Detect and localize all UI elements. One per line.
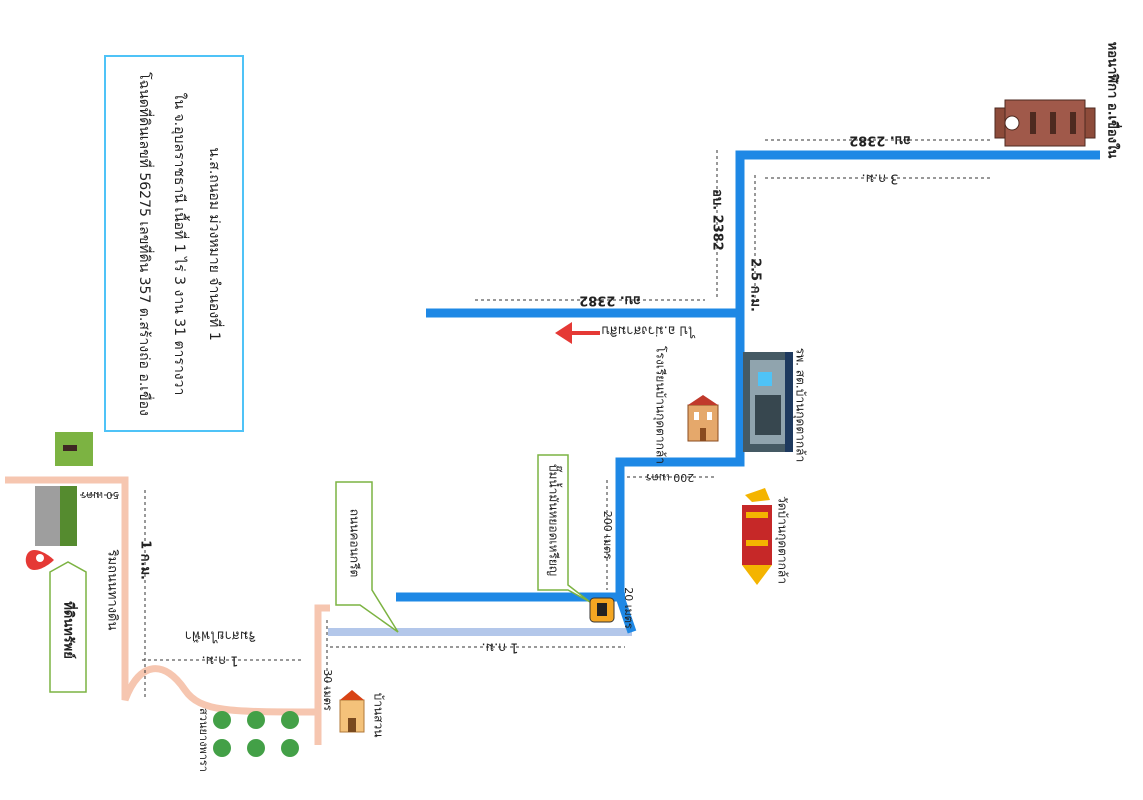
concrete-road-label: ถนนคอนกรีต xyxy=(348,509,362,578)
house-label: บ้านสวน xyxy=(372,693,386,738)
info-box: โฉนดที่ดินเลขที่ 56275 เลขที่ดิน 357 ต.ส… xyxy=(104,55,244,432)
house-icon xyxy=(339,690,365,733)
property-photo xyxy=(35,486,77,546)
temple-icon xyxy=(742,488,772,585)
info-line-2: ใน จ.อุบลราชธานี เนื้อที่ 1 ไร่ 3 งาน 31… xyxy=(171,93,190,396)
concrete-road-callout xyxy=(335,481,399,633)
hospital-icon xyxy=(743,352,793,452)
property-label: ที่ดินทรัพย์ xyxy=(61,601,79,659)
clock-tower-icon xyxy=(994,99,1096,147)
info-line-1: โฉนดที่ดินเลขที่ 56275 เลขที่ดิน 357 ต.ส… xyxy=(136,72,154,416)
hospital-label: รพ. สต.บ้านกุดตากล้า xyxy=(793,348,808,462)
dirt-road xyxy=(5,476,322,745)
school-label: โรงเรียนบ้านกุดตากล้า xyxy=(653,346,668,464)
distance-2-5km: 2.5 ก.ม. xyxy=(748,258,763,312)
property-callout xyxy=(49,561,87,693)
distance-200-h: 200 เมตร xyxy=(646,471,695,484)
info-line-3: น.ส.ถนอม ม่วงหมาย จำนองที่ 1 xyxy=(206,147,224,341)
distance-20m: 20 เมตร xyxy=(622,587,635,629)
main-road-route xyxy=(615,150,1100,634)
distance-30m: 30 เมตร xyxy=(321,669,334,711)
distance-1km-mid: 1 ก.ม. xyxy=(201,653,238,668)
temple-label: วัดบ้านกุดตากล้า xyxy=(775,496,790,584)
gas-pump-icon xyxy=(589,597,615,623)
dirt-road-label: ริมถนนทางดิน xyxy=(105,549,120,631)
electric-line-label: ริมสายไฟฟ้า xyxy=(185,628,257,644)
landmark-clock-tower: หอนาฬิกา อ.เขื่องใน xyxy=(1105,42,1123,159)
gas-station-callout xyxy=(537,454,591,603)
road-label-branch: อบ. 2382 xyxy=(579,293,641,308)
distance-3km: 3 ก.ม. xyxy=(861,171,898,186)
location-pin-icon xyxy=(25,550,54,570)
rubber-farm-label: สวนยางพารา xyxy=(197,708,210,772)
distance-200-v: 200 เมตร xyxy=(601,511,614,560)
info-box-frame xyxy=(104,55,244,432)
direction-label: ไป อ.ม่วงสามสิบ xyxy=(601,323,695,339)
dirt-road-connector xyxy=(314,604,330,712)
distance-lines xyxy=(80,139,990,705)
tree-photo xyxy=(55,432,93,466)
distance-50m: 50 เมตร xyxy=(80,489,118,500)
road-label-vertical: อบ. 2382 xyxy=(710,189,725,251)
road-label-top: อบ. 2382 xyxy=(849,133,911,148)
gas-station-label: ปั๊มน้ำมันหยอดเหรียญ xyxy=(547,464,563,576)
distance-1km-bottom: 1 ก.ม. xyxy=(481,640,518,655)
school-icon xyxy=(687,395,719,442)
distance-1km-left: 1 ก.ม. xyxy=(138,540,153,580)
direction-arrow-icon xyxy=(555,322,600,344)
rubber-tree-icons xyxy=(213,711,299,757)
